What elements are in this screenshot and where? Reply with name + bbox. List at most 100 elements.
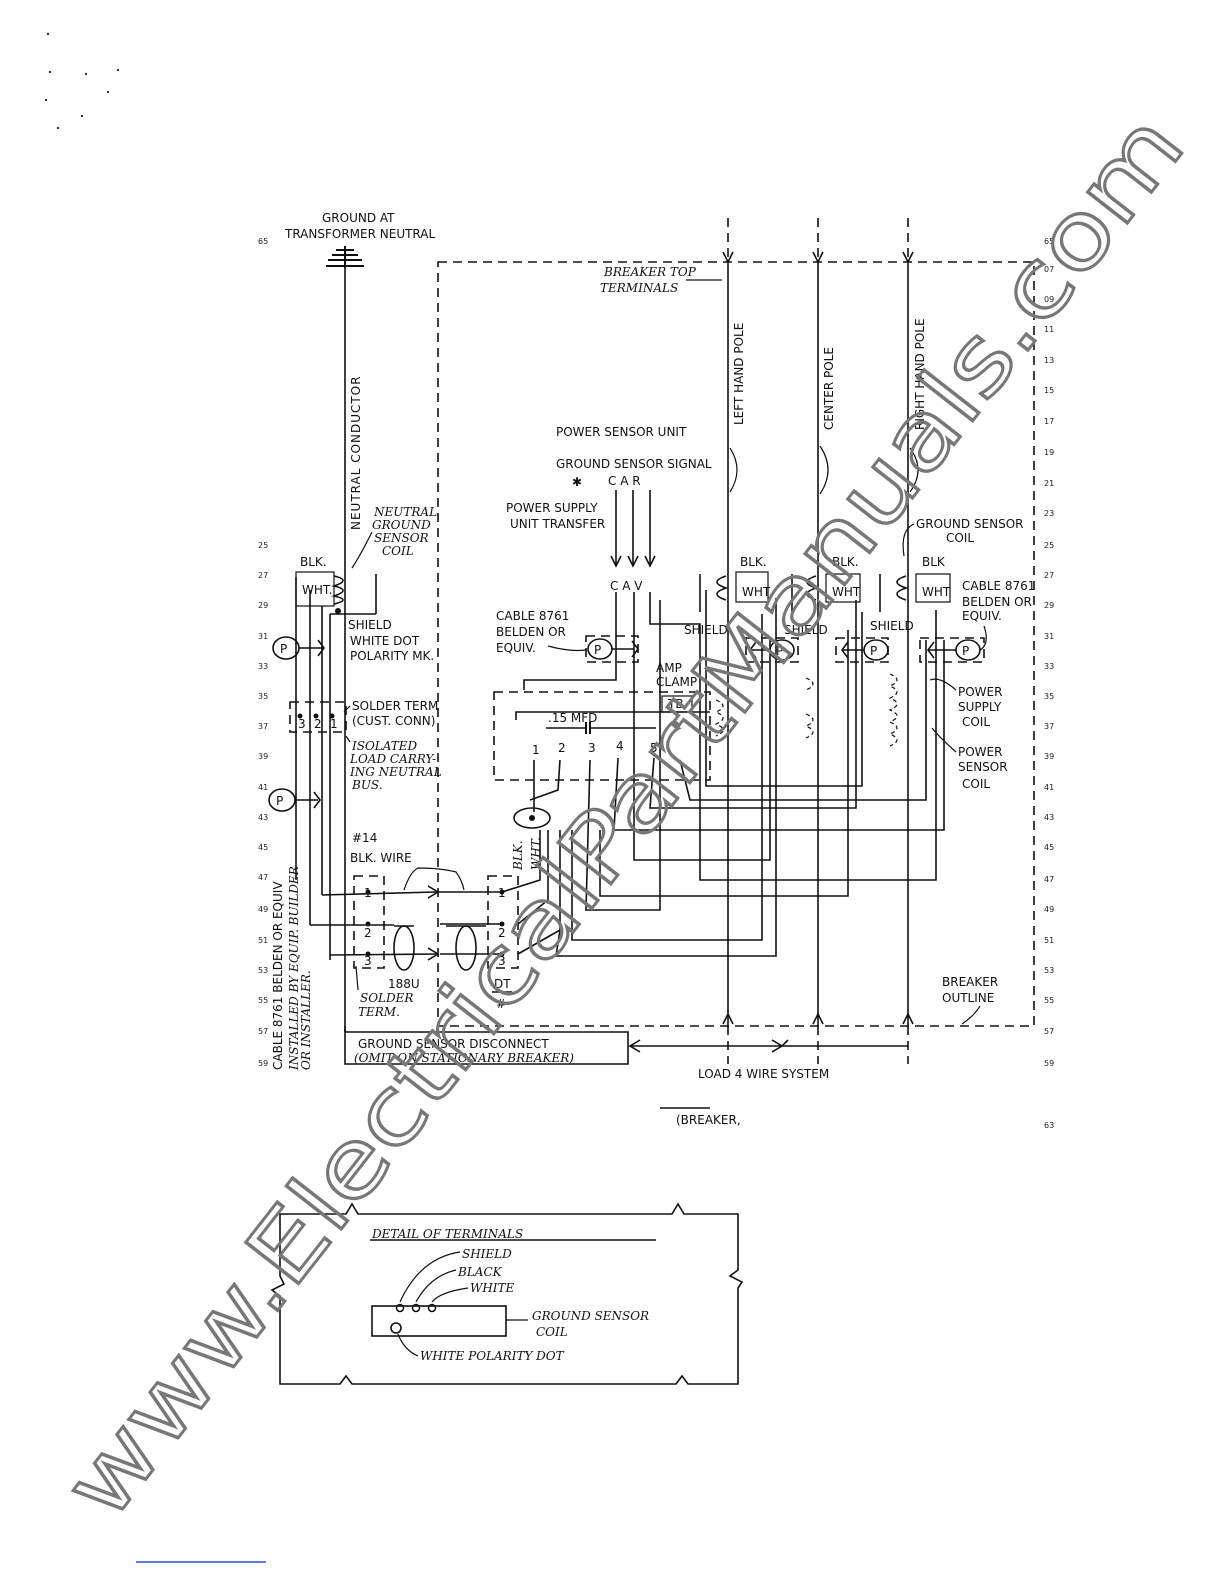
svg-text:37: 37: [1044, 722, 1054, 731]
blk-wht-label: BLK.: [511, 840, 525, 871]
svg-text:POWER: POWER: [958, 685, 1002, 699]
p-connector-left-bottom: P: [268, 788, 321, 812]
svg-text:EQUIV.: EQUIV.: [496, 641, 536, 655]
breaker-outline-leader: [961, 1005, 981, 1025]
detail-shield-label: SHIELD: [462, 1247, 512, 1261]
svg-text:33: 33: [1044, 662, 1054, 671]
power-sensor-coil-label: POWER SENSOR COIL: [931, 727, 1008, 791]
svg-text:SHIELD: SHIELD: [684, 623, 728, 637]
bracket-right: [909, 447, 919, 493]
svg-text:2: 2: [314, 717, 322, 731]
p-connector-center-left: P: [585, 635, 639, 663]
svg-text:BLK.: BLK.: [832, 555, 859, 569]
dt-oval: DT #: [446, 925, 512, 1011]
cable-8761-right-label: CABLE 8761 BELDEN OR EQUIV.: [962, 579, 1035, 651]
svg-text:49: 49: [1044, 905, 1054, 914]
svg-text:3: 3: [298, 717, 306, 731]
blk-wire-leader: [403, 867, 465, 891]
svg-text:65: 65: [1044, 237, 1054, 246]
svg-text:BLK.: BLK.: [740, 555, 767, 569]
svg-text:P: P: [870, 644, 877, 658]
svg-text:57: 57: [1044, 1027, 1054, 1036]
svg-text:CLAMP: CLAMP: [656, 675, 697, 689]
svg-text:1: 1: [532, 743, 540, 757]
svg-text:53: 53: [1044, 966, 1054, 975]
right-hand-pole-label: RIGHT HAND POLE: [913, 318, 927, 430]
svg-text:53: 53: [258, 966, 268, 975]
ground-sensor-coil-right-label: GROUND SENSOR: [916, 517, 1023, 531]
svg-text:ING NEUTRAL: ING NEUTRAL: [349, 765, 442, 779]
detail-white-label: WHITE: [470, 1281, 515, 1295]
svg-text:P: P: [962, 644, 969, 658]
svg-text:P: P: [594, 643, 601, 657]
svg-text:19: 19: [1044, 448, 1054, 457]
svg-text:2: 2: [364, 926, 372, 940]
breaker-bottom-label: (BREAKER,: [660, 1107, 741, 1127]
gs-coil-leader: [902, 523, 915, 557]
svg-text:CABLE 8761: CABLE 8761: [962, 579, 1035, 593]
svg-text:51: 51: [1044, 936, 1054, 945]
svg-text:2: 2: [498, 926, 506, 940]
detail-of-terminals: DETAIL OF TERMINALS SHIELD BLACK WHITE G…: [270, 1202, 744, 1385]
unit-transfer-label: UNIT TRANSFER: [510, 517, 605, 531]
svg-text:(OMIT ON STATIONARY BREAKER): (OMIT ON STATIONARY BREAKER): [354, 1051, 574, 1065]
svg-text:GROUND SENSOR DISCONNECT: GROUND SENSOR DISCONNECT: [358, 1037, 549, 1051]
svg-text:AMP: AMP: [656, 661, 682, 675]
svg-text:(CUST. CONN): (CUST. CONN): [352, 714, 435, 728]
breaker-poles: [722, 218, 914, 1064]
power-supply-label: POWER SUPPLY: [506, 501, 598, 515]
ground-icon: [326, 246, 364, 268]
svg-text:188U: 188U: [388, 977, 420, 991]
svg-text:17: 17: [1044, 417, 1054, 426]
svg-text:07: 07: [1044, 265, 1054, 274]
svg-text:COIL: COIL: [962, 777, 990, 791]
svg-text:P: P: [276, 794, 283, 808]
svg-text:45: 45: [258, 843, 268, 852]
ground-at-transformer: GROUND AT TRANSFORMER NEUTRAL: [284, 211, 435, 268]
svg-text:27: 27: [1044, 571, 1054, 580]
svg-text:41: 41: [258, 783, 268, 792]
left-hand-pole-label: LEFT HAND POLE: [732, 323, 746, 425]
svg-text:WHT.: WHT.: [302, 583, 333, 597]
neutral-conductor-label: NEUTRAL CONDUCTOR: [349, 375, 363, 530]
scan-specks: [44, 32, 120, 130]
svg-text:WHT.: WHT.: [742, 585, 773, 599]
svg-text:BELDEN OR: BELDEN OR: [496, 625, 566, 639]
svg-text:3: 3: [588, 741, 596, 755]
svg-text:DT: DT: [494, 977, 511, 991]
breaker-outline-label: BREAKER: [942, 975, 998, 989]
svg-text:35: 35: [1044, 692, 1054, 701]
tb-lead-wires: [529, 590, 945, 957]
svg-text:#: #: [496, 997, 506, 1011]
svg-text:INSTALLED BY EQUIP. BUILDER: INSTALLED BY EQUIP. BUILDER: [287, 866, 301, 1071]
svg-text:35: 35: [258, 692, 268, 701]
svg-text:43: 43: [1044, 813, 1054, 822]
wht-label: WHT.: [529, 837, 543, 870]
svg-text:CABLE 8761 BELDEN OR EQUIV: CABLE 8761 BELDEN OR EQUIV: [271, 881, 285, 1070]
svg-text:CABLE 8761: CABLE 8761: [496, 609, 569, 623]
p-connector-center-pole: P: [835, 637, 889, 663]
svg-text:NEUTRAL: NEUTRAL: [373, 505, 437, 519]
solder-term-label-2: SOLDER: [360, 991, 413, 1005]
svg-text:TB: TB: [667, 697, 684, 711]
svg-text:1: 1: [330, 717, 338, 731]
svg-text:POWER: POWER: [958, 745, 1002, 759]
ground-sensor-signal-label: GROUND SENSOR SIGNAL: [556, 457, 712, 471]
detail-polarity-dot-label: WHITE POLARITY DOT: [420, 1349, 565, 1363]
ground-sensor-disconnect-label: GROUND SENSOR DISCONNECT (OMIT ON STATIO…: [344, 1026, 629, 1065]
svg-text:TRANSFORMER NEUTRAL: TRANSFORMER NEUTRAL: [284, 227, 435, 241]
svg-text:37: 37: [258, 722, 268, 731]
svg-text:BLK.: BLK.: [300, 555, 327, 569]
car-label: C A R: [608, 474, 641, 488]
svg-text:COIL: COIL: [962, 715, 990, 729]
svg-text:43: 43: [258, 813, 268, 822]
svg-text:LOAD 4 WIRE SYSTEM: LOAD 4 WIRE SYSTEM: [698, 1067, 829, 1081]
svg-text:LOAD CARRY-: LOAD CARRY-: [349, 752, 436, 766]
resistor-188u: 188U: [388, 925, 420, 991]
center-pole-coil: BLK. WHT SHIELD: [784, 555, 861, 637]
breaker-outline-label-2: OUTLINE: [942, 991, 994, 1005]
svg-text:POLARITY MK.: POLARITY MK.: [350, 649, 434, 663]
svg-text:11: 11: [1044, 325, 1054, 334]
left-pole-coil: BLK. WHT. SHIELD: [684, 555, 773, 637]
